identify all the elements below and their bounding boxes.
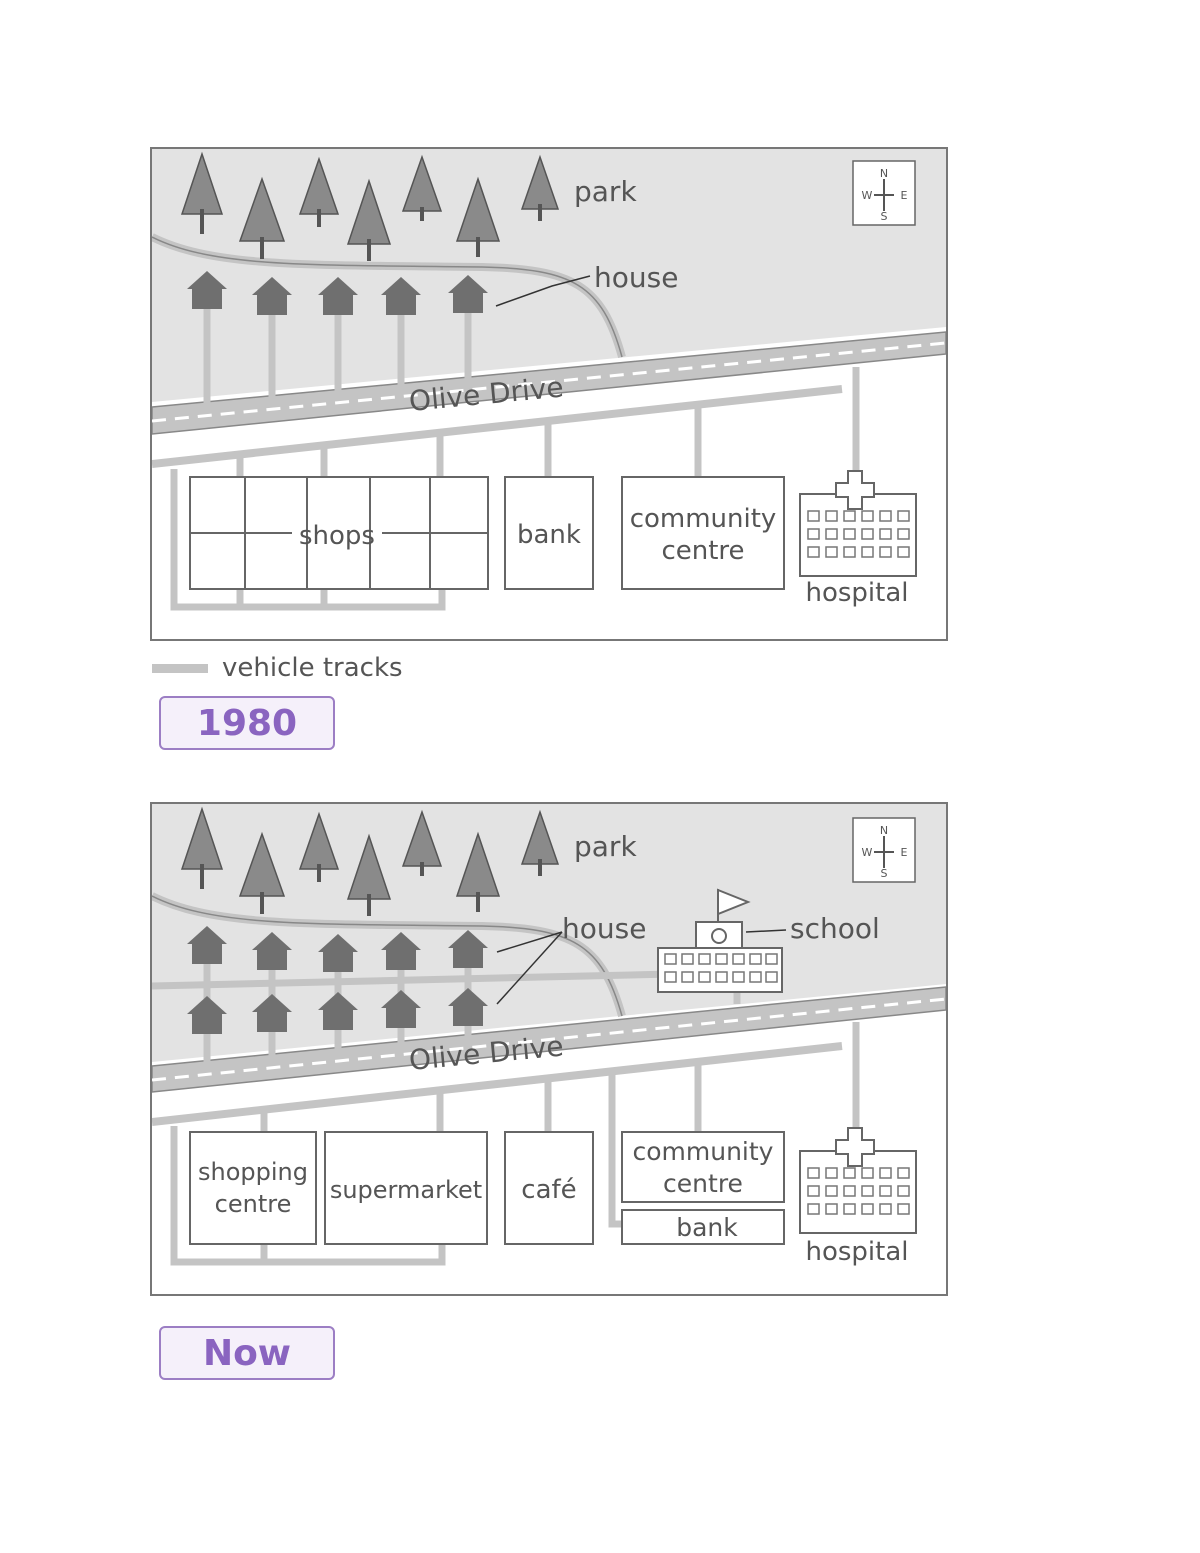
park-label: park [574, 830, 637, 863]
tree-icon [520, 809, 560, 876]
supermarket-building [324, 1131, 488, 1245]
houses [187, 271, 488, 315]
house-icon [381, 277, 421, 315]
bank-label: bank [676, 1213, 738, 1242]
community-centre-label-line2: centre [661, 536, 744, 566]
house-label: house [562, 912, 646, 945]
house-icon [381, 932, 421, 970]
house-icon [252, 932, 292, 970]
shopping-centre-building [189, 1131, 317, 1245]
house-icon [318, 992, 358, 1030]
hospital-icon [799, 470, 917, 577]
olive-drive-label: Olive Drive [408, 1030, 565, 1077]
map-1980: N W E S shops bank community centre [150, 147, 948, 641]
tree-icon [298, 156, 340, 227]
cafe-label: café [521, 1175, 576, 1205]
community-centre-label-line1: community [633, 1137, 774, 1166]
shops-label: shops [299, 521, 375, 551]
house-label: house [594, 261, 678, 294]
trees [180, 151, 560, 261]
svg-text:N: N [880, 167, 888, 180]
house-icon [448, 275, 488, 313]
compass-icon: N W E S [852, 160, 916, 226]
school-label: school [790, 912, 880, 945]
legend-label: vehicle tracks [222, 653, 403, 683]
house-icon [252, 277, 292, 315]
community-centre-label-line2: centre [663, 1169, 743, 1198]
tree-icon [455, 176, 501, 257]
vehicle-tracks-swatch [152, 663, 208, 673]
tree-icon [455, 831, 501, 912]
house-icon [187, 996, 227, 1034]
tree-icon [238, 831, 286, 914]
supermarket-label: supermarket [330, 1176, 482, 1204]
house-icon [187, 271, 227, 309]
tree-icon [180, 806, 224, 889]
year-label-now: Now [159, 1326, 335, 1380]
house-icon [187, 926, 227, 964]
house-row-track [152, 970, 673, 990]
service-track [152, 385, 843, 468]
community-centre-building [621, 1131, 785, 1203]
community-centre-label-line1: community [630, 504, 777, 534]
olive-drive-label: Olive Drive [408, 371, 565, 418]
tree-icon [238, 176, 286, 259]
house-icon [381, 990, 421, 1028]
svg-text:S: S [881, 210, 888, 223]
trees [180, 806, 560, 916]
cafe-building [504, 1131, 594, 1245]
legend: vehicle tracks [152, 650, 403, 686]
compass-icon: N W E S [852, 817, 916, 883]
house-icon [448, 930, 488, 968]
bank-label: bank [517, 520, 581, 550]
svg-text:E: E [901, 846, 908, 859]
park-label: park [574, 175, 637, 208]
svg-text:W: W [862, 846, 873, 859]
tree-icon [346, 833, 392, 916]
house-icon [448, 988, 488, 1026]
tree-icon [520, 154, 560, 221]
tree-icon [401, 154, 443, 221]
house-icon [252, 994, 292, 1032]
svg-text:W: W [862, 189, 873, 202]
bank-building [621, 1209, 785, 1245]
svg-text:S: S [881, 867, 888, 880]
tree-icon [180, 151, 224, 234]
year-label-1980: 1980 [159, 696, 335, 750]
hospital-label: hospital [805, 578, 908, 608]
house-icon [318, 277, 358, 315]
tree-icon [401, 809, 443, 876]
hospital-label: hospital [805, 1237, 908, 1267]
tree-icon [298, 811, 340, 882]
house-icon [318, 934, 358, 972]
school-icon [657, 888, 783, 993]
map-now: N W E S shopping centre supermarket café… [150, 802, 948, 1296]
shopping-centre-label-line2: centre [215, 1190, 292, 1218]
svg-text:N: N [880, 824, 888, 837]
houses [187, 926, 488, 1034]
tree-icon [346, 178, 392, 261]
shopping-centre-label-line1: shopping [198, 1158, 308, 1186]
hospital-icon [799, 1127, 917, 1234]
shops-block [189, 476, 489, 590]
svg-text:E: E [901, 189, 908, 202]
community-centre-building [621, 476, 785, 590]
bank-building [504, 476, 594, 590]
